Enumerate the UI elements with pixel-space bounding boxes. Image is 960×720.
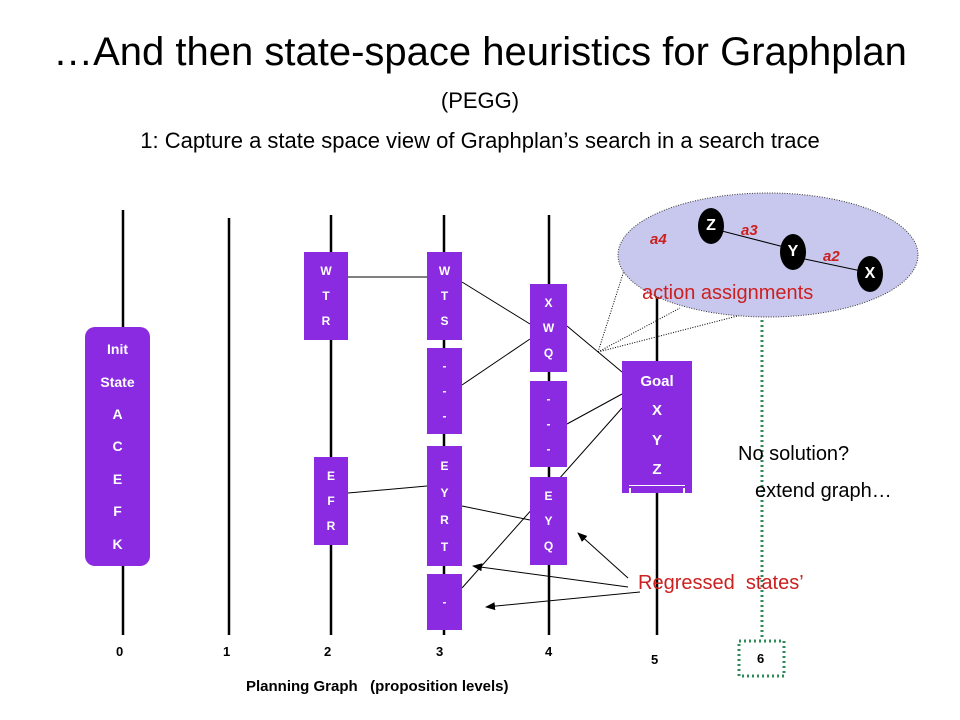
goal-line: Z <box>652 461 662 479</box>
state-prop: - <box>442 595 447 609</box>
regressed-states-label: Regressed states’ <box>638 572 804 594</box>
state-prop: - <box>442 408 447 423</box>
link-l3m-l4 <box>461 338 531 386</box>
link-l3b-l4b <box>461 505 531 521</box>
goal-bracket-left <box>629 488 631 496</box>
level-number: 6 <box>757 651 765 666</box>
level-number: 5 <box>651 652 659 667</box>
slide-title: …And then state-space heuristics for Gra… <box>53 30 907 74</box>
link-l2b-l3b <box>347 485 428 494</box>
goal-line: Y <box>651 431 662 449</box>
state-prop: E <box>326 468 335 483</box>
level-number: 0 <box>116 644 124 659</box>
goal-box: Goal X Y Z <box>622 361 692 493</box>
goal-bracket-right <box>683 488 685 496</box>
state-box-l4-mid: - - - <box>530 381 567 467</box>
state-box-l2-bottom: E F R <box>314 457 348 545</box>
state-prop: - <box>442 383 447 398</box>
state-prop: W <box>542 320 555 335</box>
state-box-l3-mid: - - - <box>427 348 462 434</box>
state-prop: R <box>440 512 449 527</box>
callout-line-3 <box>597 313 746 353</box>
state-prop: F <box>327 493 335 508</box>
init-state-line: A <box>112 406 123 423</box>
state-prop: T <box>322 288 330 303</box>
level-number: 4 <box>545 644 553 659</box>
state-prop: W <box>438 263 451 278</box>
level-number: 3 <box>436 644 444 659</box>
goal-underline <box>629 485 685 486</box>
action-label-a3: a3 <box>741 222 758 239</box>
state-box-l4-top: X W Q <box>530 284 567 372</box>
state-prop: Y <box>440 485 449 500</box>
edge-z-y <box>717 229 789 249</box>
state-prop: T <box>440 288 449 303</box>
action-assignments-label: action assignments <box>642 282 814 304</box>
state-prop: T <box>440 539 449 554</box>
extend-graph-note: extend graph… <box>755 480 892 502</box>
state-prop: Y <box>544 513 553 528</box>
state-box-l2-top: W T R <box>304 252 348 340</box>
callout-line-1 <box>597 257 629 353</box>
callout-line-2 <box>597 307 681 353</box>
no-solution-note: No solution? <box>738 443 850 465</box>
goal-line: X <box>651 402 662 420</box>
state-prop: E <box>440 458 449 473</box>
state-box-l3-top: W T S <box>427 252 462 340</box>
action-label-a2: a2 <box>823 248 840 265</box>
action-label-a4: a4 <box>650 231 667 248</box>
state-prop: R <box>321 314 331 329</box>
state-box-l3-bottom: E Y R T <box>427 446 462 566</box>
state-prop: W <box>320 263 332 278</box>
link-l3-l4 <box>461 281 531 325</box>
step-description: 1: Capture a state space view of Graphpl… <box>140 128 820 153</box>
state-prop: Q <box>543 346 554 361</box>
state-prop: - <box>546 441 551 456</box>
level-number: 1 <box>223 644 231 659</box>
level-number: 2 <box>324 644 332 659</box>
state-prop: - <box>546 392 551 407</box>
action-assignment-ellipse <box>617 192 919 318</box>
init-state-box: Init State A C E F K <box>85 327 150 566</box>
init-state-line: K <box>112 535 123 552</box>
planning-graph-label: Planning Graph (proposition levels) <box>246 678 509 695</box>
state-prop: R <box>326 519 336 534</box>
regressed-arrow-1 <box>577 532 629 579</box>
state-prop: - <box>442 359 447 374</box>
slide-subtitle: (PEGG) <box>440 88 520 113</box>
init-state-line: State <box>100 373 135 390</box>
node-x: X <box>857 256 883 292</box>
link-l4m-goal <box>566 393 623 425</box>
init-state-line: Init <box>107 341 128 358</box>
state-prop: Q <box>543 539 554 554</box>
regressed-arrow-2 <box>472 563 629 588</box>
state-prop: X <box>544 295 553 310</box>
init-state-line: C <box>112 438 123 455</box>
goal-line: Goal <box>640 372 674 390</box>
node-z: Z <box>698 208 724 244</box>
init-state-line: E <box>112 470 123 487</box>
state-box-l4-bottom: E Y Q <box>530 477 567 565</box>
state-prop: - <box>546 416 551 431</box>
link-l4-goal <box>566 325 623 373</box>
state-box-l3-last: - <box>427 574 462 630</box>
regressed-arrow-3 <box>485 591 641 611</box>
node-y: Y <box>780 234 806 270</box>
state-prop: S <box>440 314 449 329</box>
init-state-line: F <box>113 503 122 520</box>
edge-y-x <box>799 257 867 273</box>
state-prop: E <box>544 488 553 503</box>
